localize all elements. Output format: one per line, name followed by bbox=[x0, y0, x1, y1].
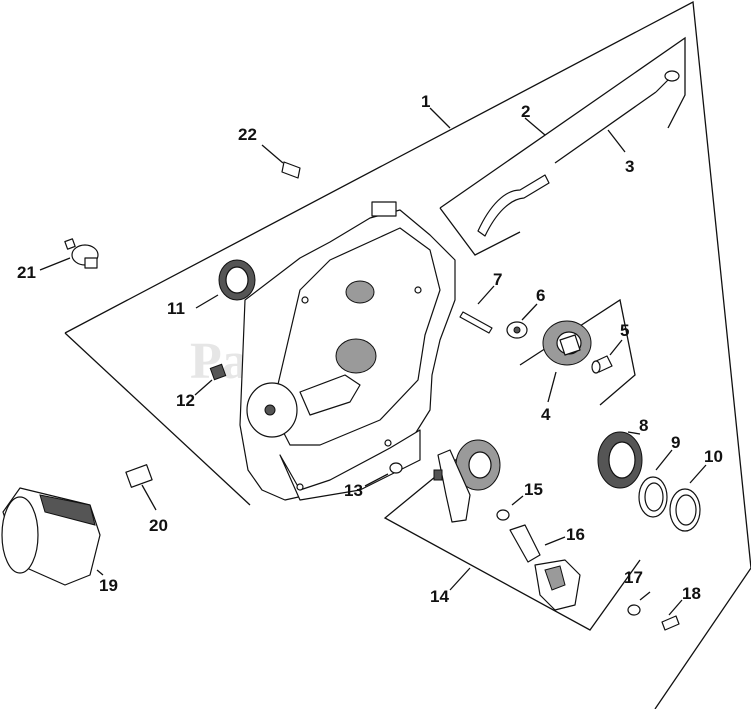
dipstick-group-box bbox=[439, 36, 686, 256]
callout-5: 5 bbox=[620, 321, 629, 340]
callout-17: 17 bbox=[624, 568, 643, 587]
oil-seal bbox=[218, 259, 256, 301]
callout-12: 12 bbox=[176, 391, 195, 410]
oil-pressure-switch bbox=[64, 238, 99, 269]
callout-14: 14 bbox=[430, 587, 449, 606]
oil-pump-gear bbox=[433, 439, 501, 523]
assembly-outline bbox=[64, 0, 751, 709]
callout-11: 11 bbox=[167, 299, 185, 318]
oil-filter-nipple bbox=[125, 464, 153, 488]
callout-18: 18 bbox=[682, 584, 701, 603]
callout-9: 9 bbox=[671, 433, 680, 452]
oil-filter bbox=[1, 487, 101, 586]
callout-6: 6 bbox=[536, 286, 545, 305]
callout-15: 15 bbox=[524, 480, 543, 499]
callout-4: 4 bbox=[541, 405, 551, 424]
washer-6 bbox=[506, 321, 528, 339]
callout-13: 13 bbox=[344, 481, 363, 500]
callout-3: 3 bbox=[625, 157, 634, 176]
oil-pump-seal bbox=[597, 431, 643, 489]
screw-18 bbox=[661, 615, 680, 631]
callout-20: 20 bbox=[149, 516, 168, 535]
callout-2: 2 bbox=[521, 102, 530, 121]
nut-17 bbox=[627, 604, 641, 616]
callout-22: 22 bbox=[238, 125, 257, 144]
callout-10: 10 bbox=[704, 447, 723, 466]
leader-lines bbox=[39, 107, 707, 616]
callout-8: 8 bbox=[639, 416, 648, 435]
oil-pickup bbox=[509, 524, 581, 611]
callout-19: 19 bbox=[99, 576, 118, 595]
governor-gear bbox=[542, 320, 592, 366]
callout-16: 16 bbox=[566, 525, 585, 544]
gear-shaft bbox=[591, 355, 613, 374]
dipstick-tube bbox=[477, 174, 550, 237]
o-ring-13 bbox=[389, 462, 403, 474]
gear-cover bbox=[239, 201, 456, 501]
callout-7: 7 bbox=[493, 270, 502, 289]
dipstick bbox=[554, 70, 680, 164]
pipe-plug bbox=[209, 363, 227, 381]
bolt-22 bbox=[281, 161, 301, 179]
oil-pump-group-box bbox=[383, 439, 641, 631]
governor-pin bbox=[459, 311, 493, 334]
callout-21: 21 bbox=[17, 263, 36, 282]
o-ring-15 bbox=[496, 509, 510, 521]
callout-1: 1 bbox=[421, 92, 430, 111]
